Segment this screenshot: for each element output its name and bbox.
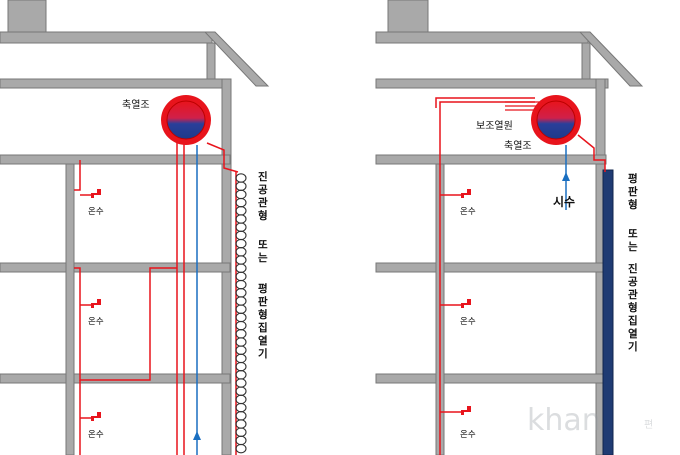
right-storage-tank [531, 95, 581, 145]
coil-tube-icon [235, 206, 247, 216]
coil-tube-icon [235, 222, 247, 232]
left-cold-arrow [193, 431, 201, 440]
left-roof-pillar [206, 42, 216, 80]
coil-tube-icon [235, 394, 247, 405]
left-inner-column [65, 163, 75, 455]
right-roof-box [387, 0, 429, 33]
coil-tube-icon [235, 288, 247, 298]
right-faucet-1-icon [461, 189, 471, 198]
right-tank-label: 축열조 [504, 140, 532, 152]
coil-tube-icon [235, 370, 247, 380]
coil-tube-icon [235, 329, 247, 339]
right-roof-pillar [581, 42, 591, 80]
watermark-logo-text: khan [527, 403, 601, 438]
right-aux-heat-label: 보조열원 [476, 120, 513, 132]
coil-tube-icon [235, 247, 247, 257]
coil-tube-icon [235, 353, 247, 364]
left-faucet-3-icon [91, 412, 101, 421]
left-floor-slab-2 [0, 262, 231, 273]
right-floor-slab-1 [375, 154, 607, 165]
coil-tube-icon [235, 197, 247, 208]
left-hot-water-3: 온수 [88, 430, 104, 440]
right-faucet-3-icon [461, 406, 471, 415]
coil-tube-icon [235, 435, 247, 446]
coil-tube-icon [235, 443, 247, 454]
coil-tube-icon [235, 378, 247, 388]
coil-tube-icon [235, 411, 247, 421]
right-floor-slab-3 [375, 373, 607, 384]
coil-tube-icon [235, 255, 247, 265]
right-hot-water-3: 온수 [460, 430, 476, 440]
right-hot-water-2: 온수 [460, 317, 476, 327]
left-building [0, 0, 270, 455]
coil-tube-icon [235, 337, 247, 347]
right-roof-slab [375, 31, 589, 44]
coil-tube-icon [235, 361, 247, 372]
coil-tube-icon [235, 419, 247, 429]
coil-tube-icon [235, 181, 247, 191]
right-roof-overhang [578, 31, 644, 87]
coil-tube-icon [235, 386, 247, 396]
left-tank-label: 축열조 [122, 99, 150, 111]
coil-tube-icon [235, 214, 247, 224]
coil-tube-icon [235, 402, 247, 413]
coil-tube-icon [235, 173, 247, 183]
watermark-logo: khan 편 [527, 403, 653, 438]
right-flat-panel-collector [602, 169, 614, 455]
right-cold-water-label: 시수 [553, 195, 575, 209]
right-floor-slab-top [375, 78, 609, 89]
left-tube-collector [235, 173, 247, 454]
coil-tube-icon [235, 279, 247, 290]
right-hot-water-1: 온수 [460, 207, 476, 217]
watermark-suffix: 편 [644, 419, 653, 431]
left-floor-slab-3 [0, 373, 231, 384]
left-roof-overhang [203, 31, 270, 87]
left-roof-slab [0, 31, 213, 44]
left-roof-box [7, 0, 47, 33]
coil-tube-icon [235, 427, 247, 437]
coil-tube-icon [235, 263, 247, 273]
right-building [375, 0, 644, 455]
coil-tube-icon [235, 320, 247, 331]
coil-tube-icon [235, 189, 247, 200]
coil-tube-icon [235, 230, 247, 241]
right-faucet-2-icon [461, 299, 471, 308]
left-floor-slab-1 [0, 154, 231, 165]
coil-tube-icon [235, 345, 247, 355]
coil-tube-icon [235, 238, 247, 249]
coil-tube-icon [235, 312, 247, 323]
coil-tube-icon [235, 304, 247, 314]
left-storage-tank [161, 95, 211, 145]
right-floor-slab-2 [375, 262, 607, 273]
left-faucet-2-icon [91, 299, 101, 308]
left-floor-slab-top [0, 78, 231, 89]
left-hot-water-1: 온수 [88, 207, 104, 217]
right-cold-arrow [562, 172, 570, 181]
coil-tube-icon [235, 271, 247, 282]
left-hot-water-2: 온수 [88, 317, 104, 327]
left-piping [74, 140, 239, 455]
coil-tube-icon [235, 296, 247, 306]
left-faucet-1-icon [91, 189, 101, 198]
